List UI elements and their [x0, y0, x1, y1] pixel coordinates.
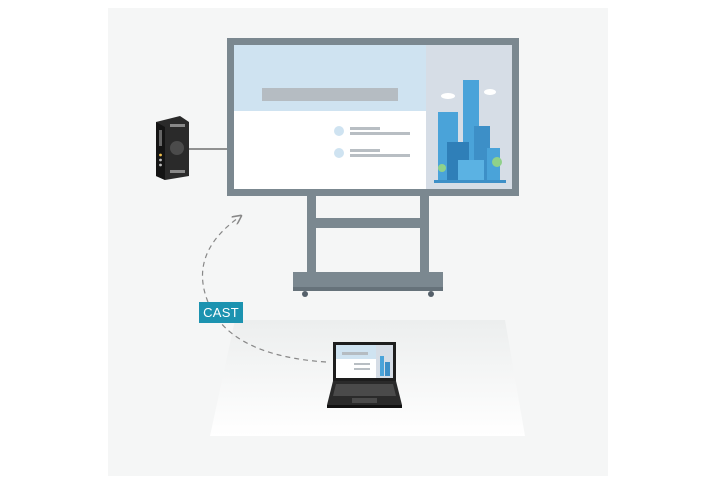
display-screen-icon [227, 38, 519, 196]
screen-title-bar [262, 88, 398, 101]
screen-list-row-2 [334, 148, 410, 158]
cast-box-device-icon [156, 116, 189, 180]
laptop-icon [327, 342, 402, 408]
cast-label: CAST [199, 302, 243, 323]
curved-dashed-arrow-icon [201, 218, 327, 363]
screen-header-band [234, 45, 426, 111]
display-stand [293, 194, 443, 297]
city-buildings-illustration [434, 80, 506, 183]
screen-list-row-1 [334, 126, 410, 136]
